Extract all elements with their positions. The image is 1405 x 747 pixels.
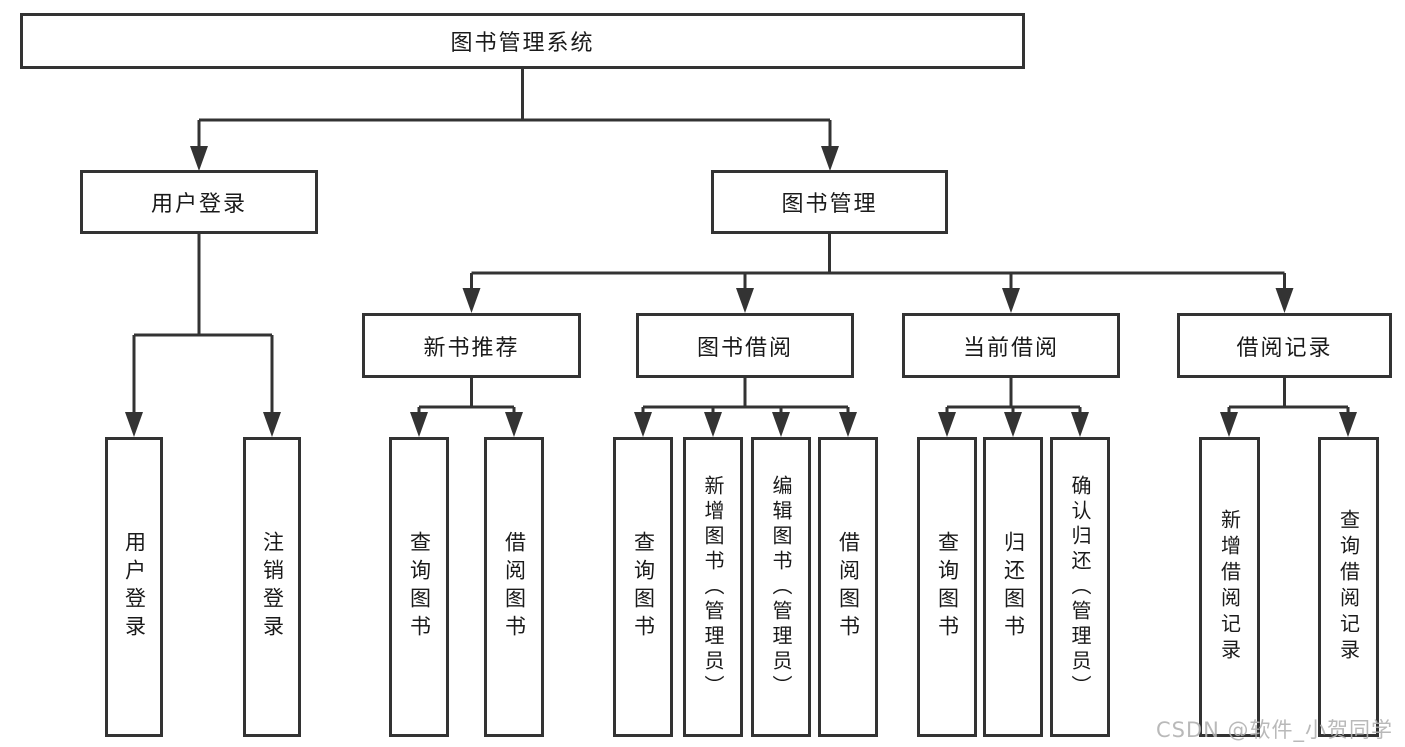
node-new-book-recommend: 新书推荐	[362, 313, 581, 378]
node-book-management: 图书管理	[711, 170, 948, 234]
node-current-borrow: 当前借阅	[902, 313, 1120, 378]
leaf-user-login: 用户登录	[105, 437, 163, 737]
leaf-borrow-add-books-admin: 新增图书（管理员）	[683, 437, 743, 737]
leaf-borrow-query-books: 查询图书	[613, 437, 673, 737]
leaf-current-confirm-return-admin: 确认归还（管理员）	[1050, 437, 1110, 737]
leaf-records-query-record: 查询借阅记录	[1318, 437, 1379, 737]
leaf-current-query-books: 查询图书	[917, 437, 977, 737]
node-user-login: 用户登录	[80, 170, 318, 234]
leaf-current-return-books: 归还图书	[983, 437, 1043, 737]
leaf-borrow-edit-books-admin: 编辑图书（管理员）	[751, 437, 811, 737]
node-root: 图书管理系统	[20, 13, 1025, 69]
csdn-watermark: CSDN @软件_小贺同学	[1156, 718, 1394, 742]
node-book-borrow: 图书借阅	[636, 313, 854, 378]
leaf-records-add-record: 新增借阅记录	[1199, 437, 1260, 737]
leaf-newrec-borrow-books: 借阅图书	[484, 437, 544, 737]
leaf-borrow-borrow-books: 借阅图书	[818, 437, 878, 737]
leaf-newrec-query-books: 查询图书	[389, 437, 449, 737]
node-borrow-records: 借阅记录	[1177, 313, 1392, 378]
leaf-logout: 注销登录	[243, 437, 301, 737]
